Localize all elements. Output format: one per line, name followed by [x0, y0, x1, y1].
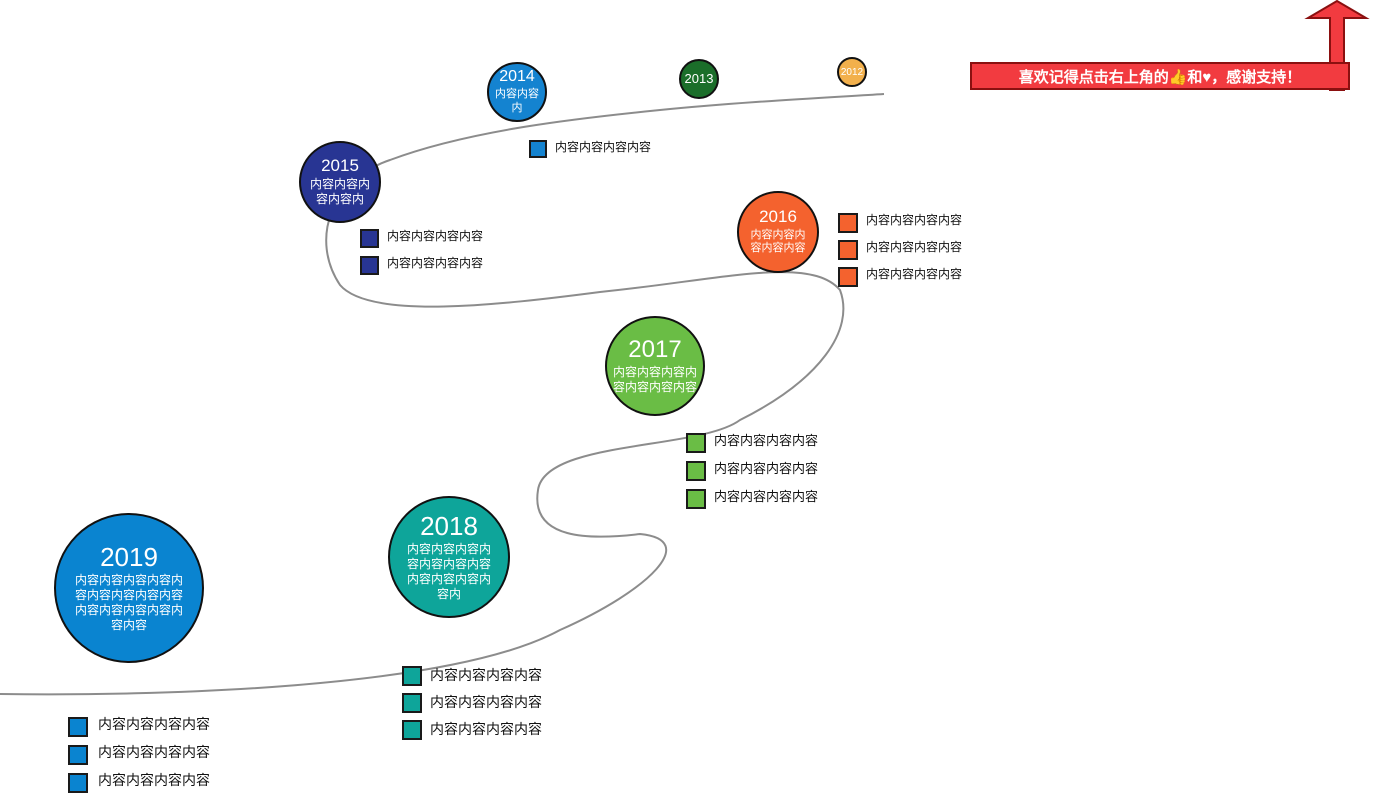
- milestone-2016-item: 内容内容内容内容: [838, 267, 962, 287]
- bullet-square-icon: [360, 256, 379, 275]
- milestone-year: 2013: [684, 70, 714, 86]
- milestone-2015-item: 内容内容内容内容: [360, 229, 483, 248]
- milestone-2018-item: 内容内容内容内容: [402, 693, 542, 713]
- support-banner: 喜欢记得点击右上角的👍和♥，感谢支持！: [970, 62, 1350, 90]
- milestone-content: 内容内容内: [495, 88, 539, 114]
- milestone-year: 2018: [420, 510, 478, 541]
- milestone-year: 2015: [321, 155, 359, 175]
- bullet-square-icon: [686, 489, 706, 509]
- milestone-2016-item: 内容内容内容内容: [838, 213, 962, 233]
- milestone-circle-2012: 2012: [837, 57, 867, 87]
- milestone-content: 内容内容内容内容内容内容内容: [612, 365, 697, 395]
- bullet-square-icon: [838, 267, 858, 287]
- item-text: 内容内容内容内容: [866, 267, 963, 281]
- item-text: 内容内容内容内容: [430, 667, 542, 683]
- milestone-content: 内容内容内容内容内容: [750, 228, 806, 255]
- bullet-square-icon: [686, 461, 706, 481]
- milestone-circle-2014: 2014 内容内容内: [487, 62, 547, 122]
- milestone-content: 内容内容内容内容内: [310, 177, 371, 207]
- milestone-2014-item: 内容内容内容内容: [529, 140, 651, 158]
- bullet-square-icon: [529, 140, 547, 158]
- item-text: 内容内容内容内容: [714, 489, 819, 504]
- bullet-square-icon: [402, 666, 422, 686]
- bullet-square-icon: [402, 720, 422, 740]
- milestone-2018-item: 内容内容内容内容: [402, 720, 542, 740]
- milestone-year: 2012: [840, 66, 864, 78]
- milestone-year: 2014: [499, 68, 535, 86]
- item-text: 内容内容内容内容: [714, 433, 819, 448]
- milestone-year: 2019: [100, 541, 158, 572]
- milestone-2018-item: 内容内容内容内容: [402, 666, 542, 686]
- milestone-2019-item: 内容内容内容内容: [68, 772, 212, 793]
- milestone-content: 内容内容内容内容内容内容内容内容内容内容内容内: [406, 542, 491, 602]
- milestone-2017-item: 内容内容内容内容: [686, 433, 818, 453]
- bullet-square-icon: [360, 229, 379, 248]
- item-text: 内容内容内容内容: [98, 716, 210, 732]
- bullet-square-icon: [68, 773, 88, 793]
- item-text: 内容内容内容内容: [866, 213, 963, 227]
- item-text: 内容内容内容内容: [430, 721, 542, 737]
- item-text: 内容内容内容内容: [387, 256, 484, 270]
- milestone-2019-item: 内容内容内容内容: [68, 744, 212, 765]
- item-text: 内容内容内容内容: [387, 229, 484, 243]
- milestone-2019-item: 内容内容内容内容: [68, 716, 212, 737]
- item-text: 内容内容内容内容: [714, 461, 819, 476]
- milestone-2017-item: 内容内容内容内容: [686, 461, 818, 481]
- bullet-square-icon: [402, 693, 422, 713]
- item-text: 内容内容内容内容: [98, 772, 210, 788]
- bullet-square-icon: [838, 240, 858, 260]
- bullet-square-icon: [838, 213, 858, 233]
- milestone-year: 2017: [628, 335, 682, 363]
- item-text: 内容内容内容内容: [866, 240, 963, 254]
- bullet-square-icon: [68, 717, 88, 737]
- milestone-2017-item: 内容内容内容内容: [686, 489, 818, 509]
- milestone-content: 内容内容内容内容内容内容内容内容内容内容内容内容内容内容内容: [74, 573, 183, 633]
- banner-text: 喜欢记得点击右上角的👍和♥，感谢支持！: [1018, 68, 1302, 86]
- milestone-2016-item: 内容内容内容内容: [838, 240, 962, 260]
- item-text: 内容内容内容内容: [430, 694, 542, 710]
- bullet-square-icon: [686, 433, 706, 453]
- milestone-year: 2016: [759, 206, 797, 226]
- item-text: 内容内容内容内容: [98, 744, 210, 760]
- milestone-2015-item: 内容内容内容内容: [360, 256, 483, 275]
- bullet-square-icon: [68, 745, 88, 765]
- milestone-circle-2013: 2013: [679, 59, 719, 99]
- item-text: 内容内容内容内容: [555, 140, 652, 154]
